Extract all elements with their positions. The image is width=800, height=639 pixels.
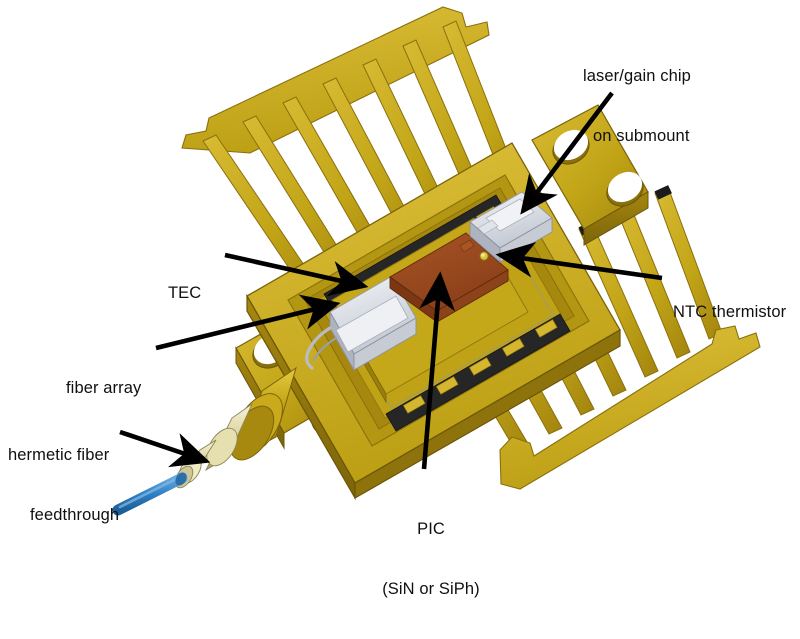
callout-line: fiber array: [66, 379, 142, 397]
hermetic-fiber-feedthrough: [112, 366, 297, 516]
leader-fiber-array: [155, 294, 341, 351]
callout-line: feedthrough: [30, 506, 120, 524]
callout-line: on submount: [593, 127, 690, 145]
fiber-array-block: [305, 275, 417, 372]
callout-line: TEC: [168, 284, 202, 302]
callout-line: PIC: [417, 520, 445, 538]
leader-tec: [224, 252, 369, 297]
callout-line: hermetic fiber: [8, 446, 110, 464]
callout-line: (SiN or SiPh): [382, 580, 480, 598]
callout-label-laser-gain-chip: laser/gain chip on submount: [583, 26, 691, 186]
callout-label-ntc-thermistor: NTC thermistor: [673, 262, 786, 362]
callout-line: NTC thermistor: [673, 303, 787, 321]
leader-laser-gain-chip: [520, 91, 614, 215]
leader-pic: [419, 271, 456, 470]
callout-label-tec: TEC: [168, 243, 201, 343]
figure-canvas: laser/gain chip on submount NTC thermist…: [8, 6, 787, 598]
callout-label-hermetic-fiber-feedthrough: hermetic fiber feedthrough: [8, 405, 119, 565]
callout-leaders: [119, 91, 663, 470]
leader-ntc-thermistor: [495, 242, 663, 281]
photonic-package-illustration: [112, 6, 761, 516]
callout-label-fiber-array: fiber array: [66, 338, 141, 438]
callout-label-pic: PIC (SiN or SiPh): [366, 479, 496, 639]
lower-bond-pads: [402, 319, 558, 414]
leader-hermetic-fiber-feedthrough: [119, 429, 211, 468]
ntc-thermistor: [479, 251, 489, 261]
callout-line: laser/gain chip: [583, 67, 691, 85]
